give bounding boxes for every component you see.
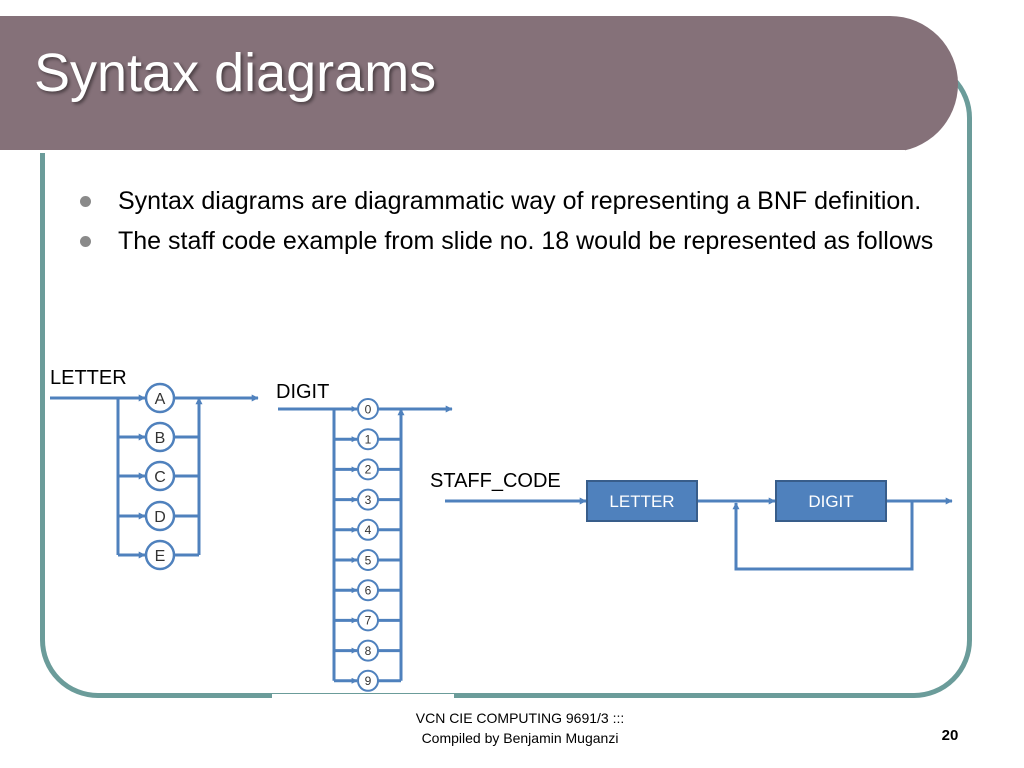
digit-node-2 (357, 458, 379, 481)
digit-node-4 (357, 518, 379, 541)
letter-node-d (144, 500, 176, 532)
letter-node-c (144, 460, 176, 492)
bullet-item: The staff code example from slide no. 18… (80, 224, 940, 258)
letter-node-e-label: E (155, 548, 166, 565)
digit-node-1 (357, 428, 379, 451)
title-underline (0, 150, 905, 153)
letter-node-b-label: B (155, 430, 166, 447)
digit-diagram-label: DIGIT (276, 381, 330, 403)
title-band (0, 16, 958, 153)
staff-box-digit (775, 480, 887, 522)
letter-diagram-label: LETTER (50, 367, 127, 389)
digit-node-2-label: 2 (365, 463, 372, 477)
digit-node-5-label: 5 (365, 553, 372, 567)
staff-box-digit-label: DIGIT (808, 492, 853, 511)
bullet-item: Syntax diagrams are diagrammatic way of … (80, 184, 940, 218)
letter-node-d-label: D (154, 509, 166, 526)
letter-node-c-label: C (154, 469, 166, 486)
digit-syntax-diagram: 0 1 2 3 4 5 6 7 8 9 (278, 398, 453, 692)
page-number: 20 (941, 727, 959, 744)
letter-node-b (144, 421, 176, 453)
bullet-dot-icon (80, 196, 91, 207)
footer: VCN CIE COMPUTING 9691/3 ::: Compiled by… (330, 708, 710, 748)
digit-node-3-label: 3 (365, 493, 372, 507)
digit-node-3 (357, 488, 379, 511)
digit-node-9-label: 9 (365, 674, 372, 688)
digit-node-8-label: 8 (365, 644, 372, 658)
digit-node-8 (357, 639, 379, 662)
letter-node-a-label: A (155, 391, 166, 408)
bullet-text: Syntax diagrams are diagrammatic way of … (118, 187, 922, 215)
slide-title: Syntax diagrams (34, 43, 437, 103)
staff-box-letter (586, 480, 698, 522)
digit-node-1-label: 1 (365, 433, 372, 447)
footer-course: VCN CIE COMPUTING 9691/3 ::: (415, 710, 625, 726)
slide-frame (40, 60, 972, 698)
staff-code-diagram-label: STAFF_CODE (430, 470, 561, 492)
staff-loop-arrow (732, 501, 914, 571)
digit-node-6-label: 6 (365, 584, 372, 598)
digit-node-5 (357, 549, 379, 571)
digit-node-7-label: 7 (365, 614, 372, 628)
digit-node-9 (357, 669, 379, 692)
staff-code-syntax-diagram: LETTER DIGIT (445, 480, 953, 571)
digit-node-4-label: 4 (365, 523, 372, 537)
digit-node-7 (357, 609, 379, 632)
letter-node-e (144, 539, 176, 571)
digit-node-6 (357, 579, 379, 602)
bullet-list: Syntax diagrams are diagrammatic way of … (80, 184, 940, 264)
digit-node-0-label: 0 (365, 402, 372, 416)
frame-gap (272, 694, 454, 704)
bullet-text: The staff code example from slide no. 18… (118, 227, 934, 255)
staff-box-letter-label: LETTER (609, 492, 674, 511)
bullet-dot-icon (80, 236, 91, 247)
letter-syntax-diagram: A B C D E (50, 382, 259, 571)
digit-node-0 (357, 398, 379, 420)
letter-node-a (144, 382, 176, 414)
footer-author: Compiled by Benjamin Muganzi (421, 730, 619, 746)
